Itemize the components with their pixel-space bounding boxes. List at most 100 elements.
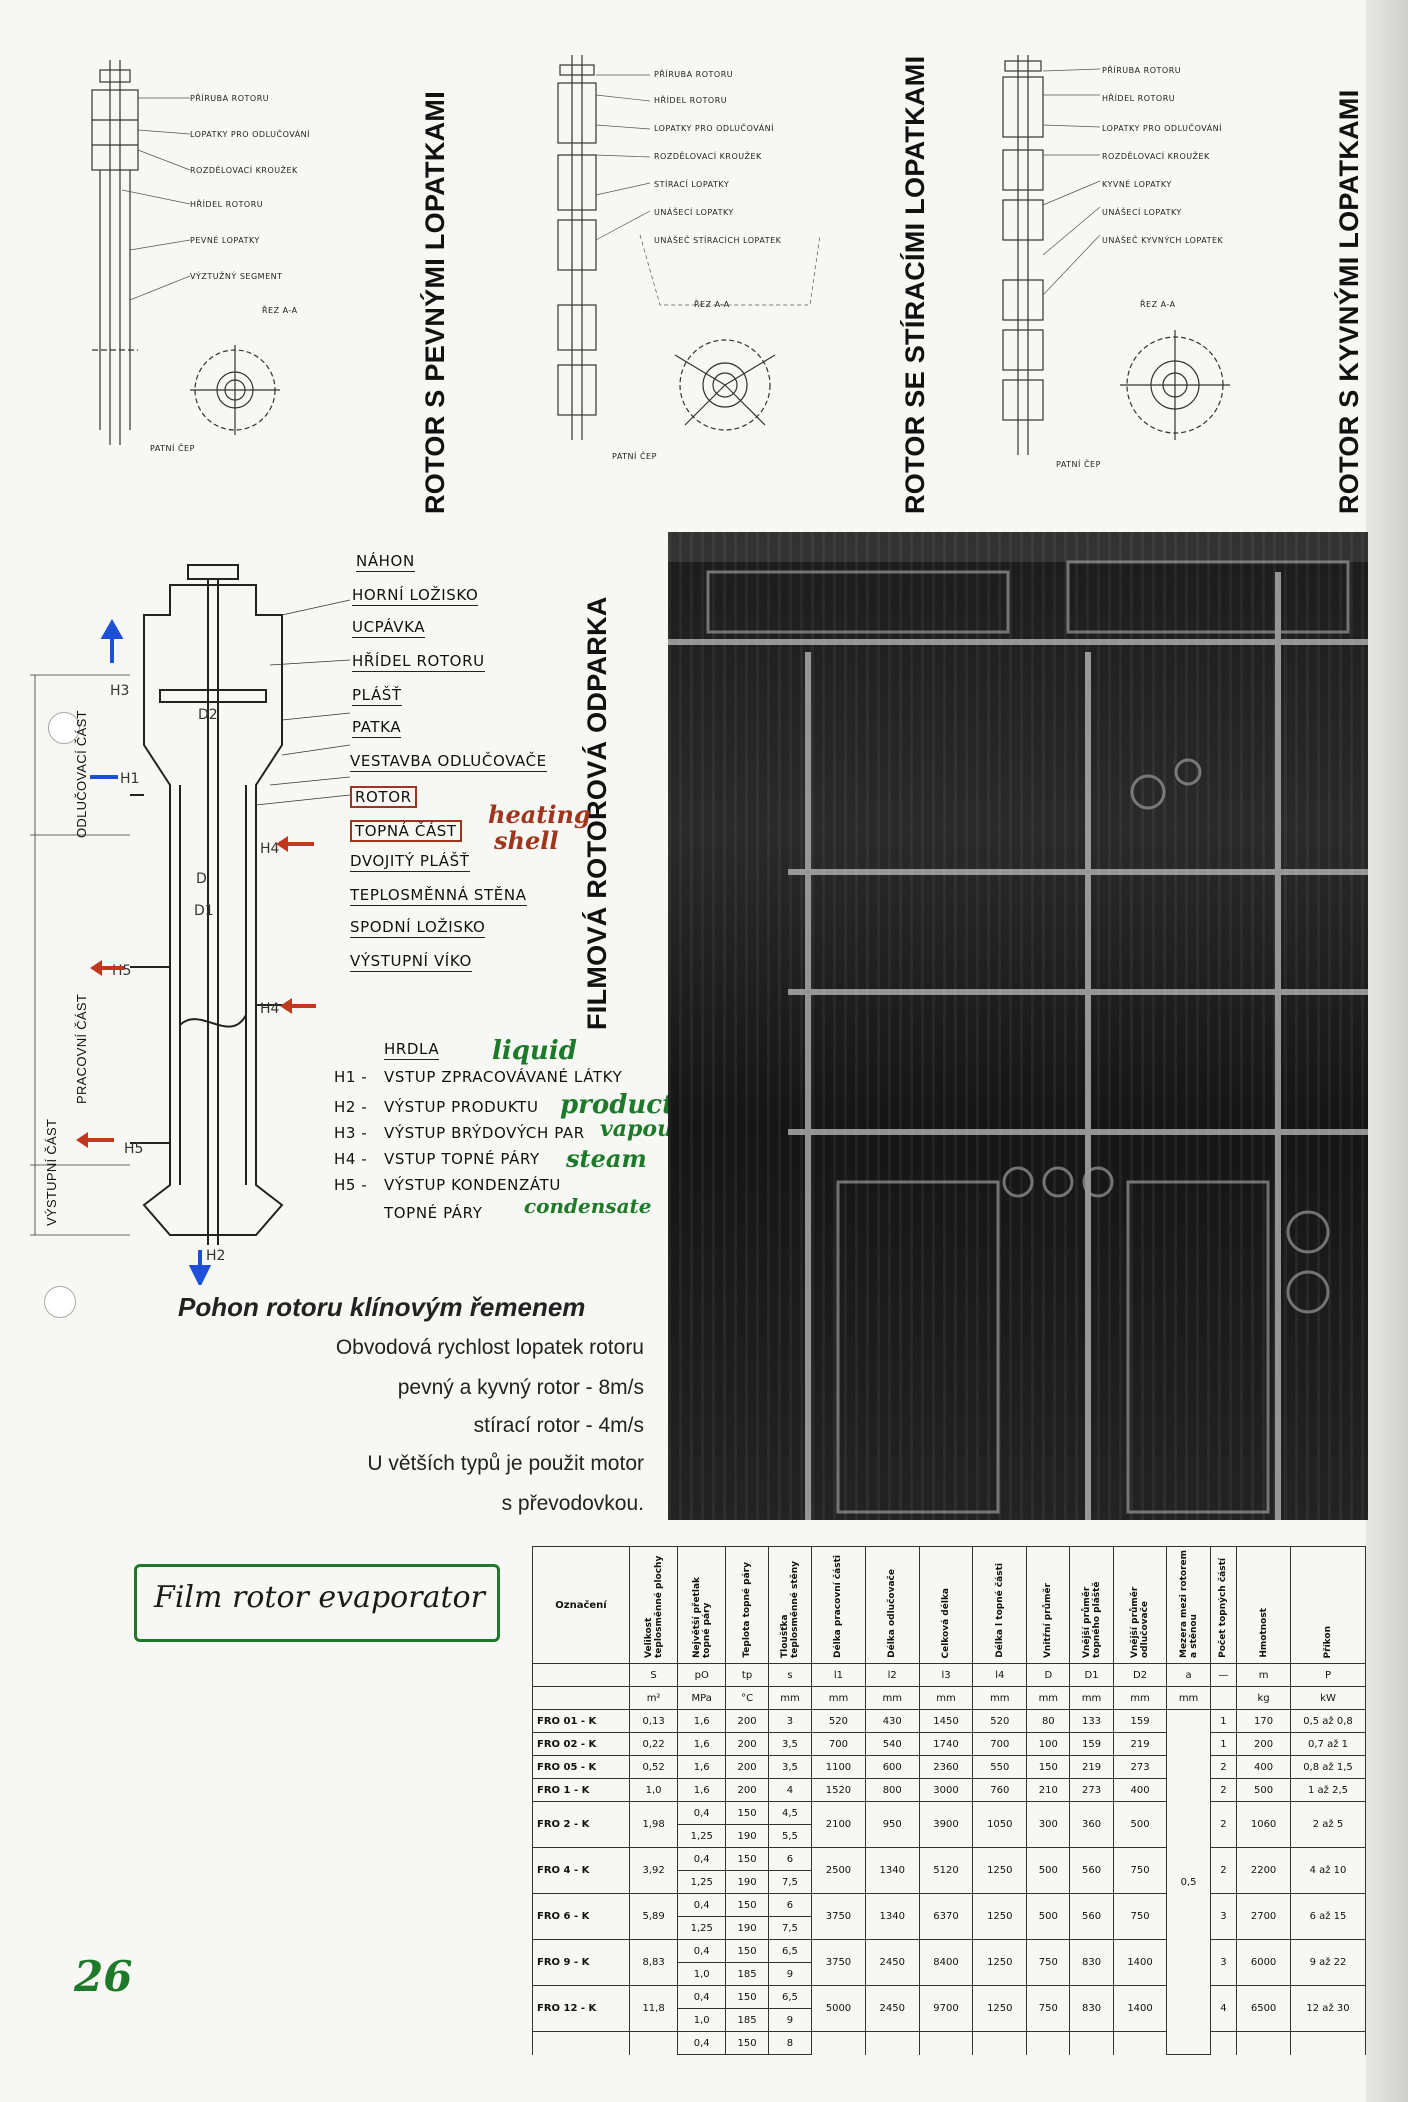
table-cell: 0,13 [628, 1709, 679, 1733]
table-cell: 1 [1209, 1709, 1238, 1733]
table-cell: 3900 [918, 1801, 974, 1848]
unit: mm [811, 1686, 866, 1710]
table-cell: 9 až 22 [1290, 1939, 1366, 1986]
table-cell: 2 [1209, 1847, 1238, 1894]
table-cell: 9700 [918, 1985, 974, 2032]
table-cell: 1250 [972, 1985, 1028, 2032]
table-cell: 1740 [918, 1732, 974, 1756]
d3-label-3: LOPATKY PRO ODLUČOVÁNÍ [1102, 124, 1223, 133]
table-cell: 950 [864, 1801, 920, 1848]
hrdla-row-6: TOPNÉ PÁRY [334, 1204, 482, 1222]
th-a: Mezera mezi rotorem a stěnou [1166, 1546, 1211, 1664]
note-condensate: condensate [524, 1194, 652, 1218]
d3-label-7: UNÁŠEČ KYVNÝCH LOPATEK [1102, 236, 1224, 245]
table-cell: 150 [725, 1893, 769, 1917]
part-patka: PATKA [352, 718, 402, 738]
table-cell: 150 [725, 1939, 769, 1963]
table-cell: 150 [1026, 1755, 1071, 1779]
table-cell: 200 [1236, 1732, 1291, 1756]
th-l4: Délka l topné části [972, 1546, 1028, 1664]
d1-label-3: ROZDĚLOVACÍ KROUŽEK [190, 166, 298, 175]
table-cell: 1400 [1112, 1939, 1168, 1986]
table-cell: 1,0 [677, 2008, 727, 2032]
table-cell: 159 [1112, 1709, 1168, 1733]
hrdla-text: VSTUP TOPNÉ PÁRY [384, 1150, 540, 1168]
d2-label-3: LOPATKY PRO ODLUČOVÁNÍ [654, 124, 775, 133]
sym: a [1166, 1663, 1211, 1687]
d2-label-2: HŘÍDEL ROTORU [654, 96, 728, 105]
table-cell: 500 [1112, 1801, 1168, 1848]
title-swing-blades: ROTOR S KYVNÝMI LOPATKAMI [1334, 89, 1364, 514]
th-D2: Vnější průměr odlučovače [1112, 1546, 1168, 1664]
d2-label-6: UNÁŠECÍ LOPATKY [654, 208, 734, 217]
label-D2: D2 [198, 707, 218, 723]
table-cell: 0,22 [628, 1732, 679, 1756]
table-cell: 3 [1209, 1939, 1238, 1986]
sym: — [1209, 1663, 1238, 1687]
table-cell: 7,5 [767, 1916, 813, 1940]
table-cell: 0,7 až 1 [1290, 1732, 1366, 1756]
table-cell: 550 [972, 1755, 1028, 1779]
table-cell: FRO 9 - K [532, 1939, 630, 1986]
table-cell: 300 [1026, 1801, 1071, 1848]
table-cell: 3 [767, 1709, 813, 1733]
part-ucpavka: UCPÁVKA [352, 618, 426, 638]
unit [1209, 1686, 1238, 1710]
table-cell: 0,4 [677, 1985, 727, 2009]
table-cell: 2700 [1236, 1893, 1291, 1940]
table-cell: 830 [1069, 1985, 1114, 2032]
table-cell: 1,6 [677, 1709, 727, 1733]
table-cell: 750 [1026, 1985, 1071, 2032]
d1-label-1: PŘÍRUBA ROTORU [190, 94, 270, 103]
h5-upper-condensate-arrow [90, 960, 124, 976]
table-cell: 0,4 [677, 1801, 727, 1825]
drive-line-1: Obvodová rychlost lopatek rotoru [335, 1336, 644, 1359]
sym: s [767, 1663, 813, 1687]
unit: MPa [677, 1686, 727, 1710]
drive-line-2: pevný a kyvný rotor - 8m/s [397, 1376, 644, 1399]
table-cell: FRO 02 - K [532, 1732, 630, 1756]
d3-label-5: KYVNÉ LOPATKY [1102, 180, 1172, 189]
hrdla-row-5: H5 -VÝSTUP KONDENZÁTU [334, 1176, 561, 1194]
table-cell: 3750 [811, 1939, 866, 1986]
table-cell: 200 [725, 1732, 769, 1756]
table-cell-gap: 0,5 [1166, 1709, 1211, 2055]
table-cell: 2200 [1236, 1847, 1291, 1894]
th-m: Hmotnost [1236, 1546, 1291, 1664]
diagram-wiper-blades [557, 55, 821, 440]
d1-label-8: PATNÍ ČEP [150, 444, 195, 453]
table-cell [1290, 2031, 1366, 2055]
table-cell: 1400 [1112, 1985, 1168, 2032]
table-cell: 540 [864, 1732, 920, 1756]
table-cell [628, 2031, 679, 2055]
table-cell: 1,98 [628, 1801, 679, 1848]
table-cell: 500 [1026, 1893, 1071, 1940]
side-label-separation: ODLUČOVACÍ ČÁST [74, 710, 89, 838]
drive-line-4: U větších typů je použit motor [367, 1452, 644, 1475]
table-cell: 185 [725, 2008, 769, 2032]
table-cell: 6,5 [767, 1985, 813, 2009]
table-cell: 273 [1112, 1755, 1168, 1779]
table-cell [1026, 2031, 1071, 2055]
unit: °C [725, 1686, 769, 1710]
table-cell: FRO 1 - K [532, 1778, 630, 1802]
table-cell: 3750 [811, 1893, 866, 1940]
table-cell: FRO 01 - K [532, 1709, 630, 1733]
part-dvojity-plast: DVOJITÝ PLÁŠŤ [350, 852, 470, 872]
th-tp: Teplota topné páry [725, 1546, 769, 1664]
table-cell: 1100 [811, 1755, 866, 1779]
hrdla-text: VÝSTUP KONDENZÁTU [384, 1176, 561, 1194]
page-number: 26 [74, 1952, 133, 2001]
th-D1: Vnější průměr topného pláště [1069, 1546, 1114, 1664]
d2-label-7: UNÁŠEČ STÍRACÍCH LOPATEK [654, 236, 782, 245]
table-symbol-row: S pO tp s l1 l2 l3 l4 D D1 D2 a — m P [532, 1663, 1366, 1687]
hrdla-text: VÝSTUP PRODUKTU [384, 1098, 539, 1116]
table-cell: FRO 6 - K [532, 1893, 630, 1940]
part-teplosmenna-stena: TEPLOSMĚNNÁ STĚNA [350, 886, 527, 906]
